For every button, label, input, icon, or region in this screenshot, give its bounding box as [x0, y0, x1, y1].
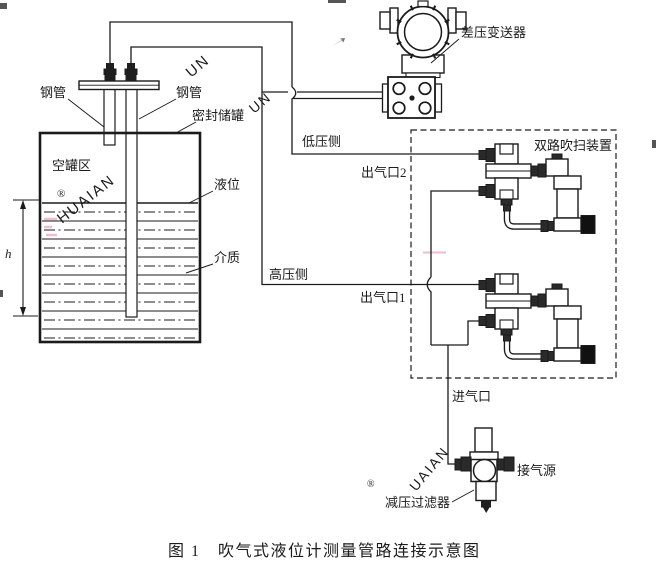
- pressure-reducing-filter: [454, 427, 515, 513]
- label-steel-pipe-right: 钢管: [176, 85, 202, 100]
- watermarks: HUAIAN UN UN UAIAN ® ®: [0, 0, 656, 494]
- label-air-inlet: 进气口: [452, 389, 491, 404]
- label-height-h: h: [5, 246, 12, 261]
- label-empty-zone: 空罐区: [52, 158, 91, 173]
- purge1-drain-line: [431, 320, 479, 346]
- piping-lines: [109, 21, 479, 465]
- filter-bowl: [475, 480, 497, 502]
- housing-bolt-ticks: [396, 5, 450, 59]
- label-outlet2: 出气口2: [361, 165, 407, 180]
- label-liquid-level: 液位: [214, 177, 240, 192]
- dual-purge-device-box: [410, 129, 617, 379]
- label-low-pressure-side: 低压侧: [302, 134, 341, 149]
- label-high-pressure-side: 高压侧: [269, 267, 308, 282]
- label-steel-pipe-left: 钢管: [40, 85, 66, 100]
- filter-gauge: [472, 458, 497, 483]
- flange-bolts: [103, 63, 138, 82]
- label-outlet1: 出气口1: [360, 290, 406, 305]
- registered-mark: ®: [367, 479, 375, 490]
- outlet2-line: [291, 86, 479, 155]
- liquid-stripes: [42, 202, 198, 339]
- pink-scribble: [44, 217, 446, 254]
- steel-pipe-dip-tube: [125, 88, 138, 318]
- steel-pipe-short: [103, 88, 116, 146]
- purge2-drain-line: [426, 190, 479, 345]
- purge-unit-2: [479, 144, 595, 234]
- purge-unit-1: [479, 274, 595, 364]
- label-filter: 减压过滤器: [385, 495, 450, 510]
- transmitter-port-stub: [262, 91, 386, 100]
- high-pressure-impulse-line: [130, 46, 479, 286]
- height-dimension: [13, 199, 40, 317]
- dp-transmitter: [379, 0, 467, 119]
- storage-tank: [13, 63, 202, 344]
- label-medium: 介质: [214, 250, 240, 265]
- watermark-text: UN: [183, 52, 214, 82]
- label-sealed-tank: 密封储罐: [192, 108, 244, 123]
- label-dual-purge-device: 双路吹扫装置: [534, 138, 612, 153]
- leader-lines: [67, 38, 475, 503]
- label-air-source: 接气源: [517, 463, 556, 478]
- registered-mark: ®: [57, 188, 65, 200]
- tank-wall: [38, 131, 202, 344]
- air-inlet-line: [447, 345, 456, 465]
- low-pressure-impulse-line: [109, 21, 293, 87]
- label-dp-transmitter: 差压变送器: [461, 25, 526, 40]
- scan-specks: [0, 0, 656, 297]
- figure-caption: 图 1 吹气式液位计测量管路连接示意图: [168, 541, 481, 560]
- watermark-text: UAIAN: [406, 443, 452, 494]
